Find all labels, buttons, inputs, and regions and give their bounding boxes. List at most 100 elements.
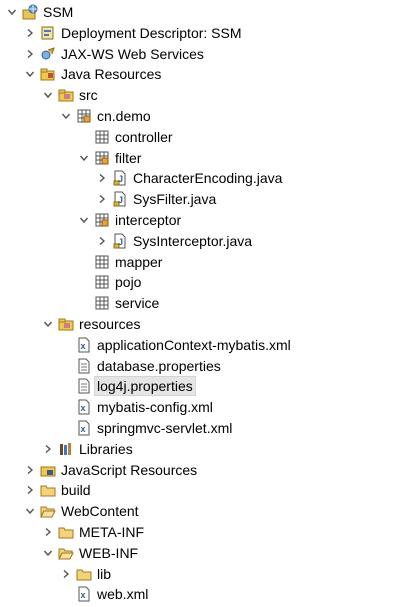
- tree-item[interactable]: build: [24, 480, 95, 500]
- expand-arrow-icon[interactable]: [6, 6, 18, 18]
- tree-item[interactable]: WebContent: [24, 501, 143, 521]
- expand-arrow-icon[interactable]: [24, 505, 36, 517]
- collapse-arrow-icon[interactable]: [96, 235, 108, 247]
- expand-arrow-icon[interactable]: [42, 318, 54, 330]
- svg-text:x: x: [81, 424, 86, 434]
- tree-item-label: CharacterEncoding.java: [133, 170, 283, 187]
- tree-item[interactable]: lib: [60, 564, 115, 584]
- tree-item[interactable]: META-INF: [42, 522, 148, 542]
- tree-item[interactable]: cn.demo: [60, 106, 155, 126]
- expand-arrow-icon[interactable]: [78, 152, 90, 164]
- spacer: [78, 131, 90, 143]
- tree-item[interactable]: Deployment Descriptor: SSM: [24, 23, 246, 43]
- tree-item[interactable]: J CharacterEncoding.java: [96, 168, 286, 188]
- tree-item[interactable]: JAX-WS Web Services: [24, 44, 208, 64]
- package-icon: [94, 150, 110, 166]
- tree-item[interactable]: controller: [78, 127, 177, 147]
- javascript-resources-icon: [40, 462, 56, 478]
- folder-icon: [58, 524, 74, 540]
- svg-text:x: x: [81, 341, 86, 351]
- tree-item-label: lib: [97, 565, 112, 582]
- spacer: [60, 401, 72, 413]
- collapse-arrow-icon[interactable]: [24, 484, 36, 496]
- expand-arrow-icon[interactable]: [24, 68, 36, 80]
- tree-item[interactable]: SSM: [6, 2, 77, 22]
- collapse-arrow-icon[interactable]: [42, 443, 54, 455]
- tree-item-label: SysFilter.java: [133, 191, 217, 208]
- collapse-arrow-icon[interactable]: [60, 568, 72, 580]
- empty-package-icon: [94, 129, 110, 145]
- svg-text:J: J: [118, 195, 123, 205]
- source-folder-icon: [58, 87, 74, 103]
- tree-item-label: log4j.properties: [94, 376, 196, 397]
- tree-item-label: cn.demo: [97, 108, 151, 124]
- spacer: [78, 297, 90, 309]
- collapse-arrow-icon[interactable]: [24, 27, 36, 39]
- svg-text:x: x: [81, 590, 86, 600]
- tree-item-label: interceptor: [115, 212, 182, 228]
- svg-text:J: J: [118, 174, 123, 184]
- java-file-icon: J: [112, 170, 128, 186]
- tree-item-label: resources: [79, 316, 141, 332]
- tree-item-label: Deployment Descriptor: SSM: [61, 24, 242, 41]
- tree-item[interactable]: Java Resources: [24, 64, 165, 84]
- tree-item[interactable]: WEB-INF: [42, 543, 142, 563]
- package-icon: [94, 212, 110, 228]
- tree-item-label: WebContent: [61, 503, 139, 520]
- tree-item-label: service: [115, 295, 160, 312]
- collapse-arrow-icon[interactable]: [96, 193, 108, 205]
- collapse-arrow-icon[interactable]: [42, 526, 54, 538]
- spacer: [78, 256, 90, 268]
- tree-item[interactable]: service: [78, 293, 163, 313]
- java-file-icon: J: [112, 191, 128, 207]
- empty-package-icon: [94, 295, 110, 311]
- collapse-arrow-icon[interactable]: [24, 464, 36, 476]
- properties-file-icon: [76, 378, 92, 394]
- expand-arrow-icon[interactable]: [42, 89, 54, 101]
- spacer: [60, 380, 72, 392]
- web-project-icon: [22, 4, 38, 20]
- folder-open-icon: [40, 503, 56, 519]
- xml-file-icon: x: [76, 586, 92, 602]
- empty-package-icon: [94, 254, 110, 270]
- spacer: [60, 588, 72, 600]
- tree-item[interactable]: JavaScript Resources: [24, 460, 201, 480]
- tree-item[interactable]: resources: [42, 314, 144, 334]
- expand-arrow-icon[interactable]: [78, 214, 90, 226]
- tree-item[interactable]: interceptor: [78, 210, 185, 230]
- tree-item-label: controller: [115, 128, 173, 145]
- expand-arrow-icon[interactable]: [42, 547, 54, 559]
- spacer: [60, 339, 72, 351]
- tree-item-label: Java Resources: [61, 66, 162, 83]
- tree-item[interactable]: filter: [78, 148, 145, 168]
- collapse-arrow-icon[interactable]: [24, 48, 36, 60]
- folder-icon: [76, 566, 92, 582]
- tree-item[interactable]: mapper: [78, 252, 166, 272]
- folder-icon: [40, 482, 56, 498]
- tree-item-label: database.properties: [97, 357, 221, 374]
- tree-item[interactable]: database.properties: [60, 356, 225, 376]
- expand-arrow-icon[interactable]: [60, 110, 72, 122]
- empty-package-icon: [94, 274, 110, 290]
- spacer: [60, 360, 72, 372]
- collapse-arrow-icon[interactable]: [96, 172, 108, 184]
- tree-item[interactable]: pojo: [78, 272, 145, 292]
- tree-item[interactable]: J SysFilter.java: [96, 189, 220, 209]
- tree-item-label: mapper: [115, 253, 163, 270]
- java-file-icon: J: [112, 233, 128, 249]
- deployment-descriptor-icon: [40, 25, 56, 41]
- tree-item[interactable]: Libraries: [42, 439, 137, 459]
- tree-item[interactable]: src: [42, 85, 102, 105]
- tree-item-label: SSM: [43, 4, 74, 20]
- source-folder-icon: [58, 316, 74, 332]
- xml-file-icon: x: [76, 399, 92, 415]
- tree-item[interactable]: log4j.properties: [60, 376, 200, 397]
- tree-item-label: build: [61, 482, 91, 499]
- tree-item-label: META-INF: [79, 524, 145, 540]
